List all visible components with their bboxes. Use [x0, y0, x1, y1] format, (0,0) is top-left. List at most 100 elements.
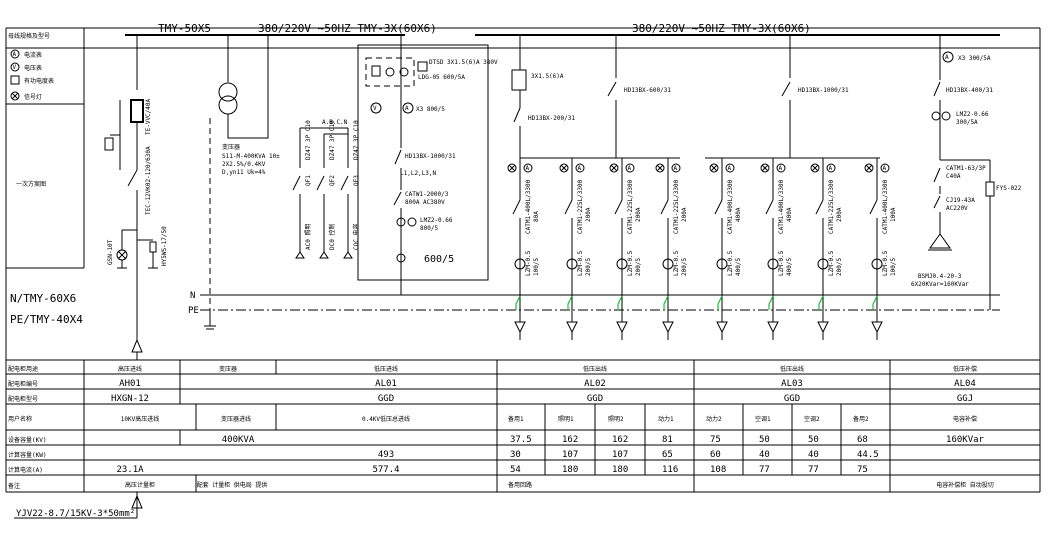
pe-bus-spec: PE/TMY-40X4	[10, 313, 83, 326]
lv-bus-left-label: 380/220V ~50HZ TMY-3X(60X6)	[258, 22, 437, 35]
drawing-frame	[5, 27, 1041, 492]
table-cell-capacity: 75	[710, 435, 721, 445]
feeder-ct-label: LZM-0.5	[727, 250, 734, 276]
main-switch-label: HD13BX-1000/31	[405, 153, 456, 160]
table-cell-current: 180	[612, 465, 628, 475]
qf2-label: QF2	[329, 175, 336, 186]
table-cell-model: HXGN-12	[111, 394, 149, 404]
feeder-ct-icon	[817, 258, 829, 270]
al02-switch-label: HD13BX-200/31	[528, 115, 575, 122]
table-cell-current: 54	[510, 465, 521, 475]
fys-label: FYS-022	[996, 185, 1022, 192]
transformer-winding-icon	[218, 82, 238, 102]
table-cell-remark: 电容补偿柜 自动投切	[936, 481, 994, 489]
al01-circuit: V A	[292, 35, 489, 295]
feeder-lamp-icon	[507, 163, 517, 173]
svg-text:V: V	[13, 64, 17, 71]
table-cell-model: GGJ	[957, 394, 973, 404]
feeder-ratio-label: 100/5	[890, 258, 897, 276]
main-meter-label: DTSD 3X1.5(6)A 380V	[429, 59, 498, 66]
table-cell-usage: 变压器	[219, 365, 237, 373]
panel-table-grid	[6, 360, 1040, 493]
table-cell-model: GGD	[784, 394, 800, 404]
feeder-ct-label: LZM-0.5	[828, 250, 835, 276]
feeder-lamp-icon	[810, 163, 820, 173]
table-cell-power: 30	[510, 450, 521, 460]
hv-breaker-label: TEC-12VK02-120/630A	[145, 146, 152, 215]
feeder-rating-label: 400A	[735, 207, 742, 222]
feeder-lamp-icon	[709, 163, 719, 173]
feeder-ammeter-icon: A	[671, 163, 681, 173]
svg-text:A: A	[628, 165, 632, 172]
table-cell-capacity: 68	[857, 435, 868, 445]
table-cell-user: 0.4KV低压总进线	[362, 415, 410, 423]
feeder-ct-label: LZM-0.5	[673, 250, 680, 276]
capacitor-label: BSMJ0.4-20-3	[918, 273, 962, 280]
table-cell-current: 180	[562, 465, 578, 475]
table-cell-power: 44.5	[857, 450, 879, 460]
table-cell-number: AL03	[781, 379, 803, 389]
aux2-label: DC0 控制	[328, 224, 336, 250]
feeder-lamp-icon	[655, 163, 665, 173]
legend-item-kwh: 有功电度表	[24, 77, 54, 85]
feeder-ratio-label: 200/5	[635, 258, 642, 276]
panel-table: 配电柜用途配电柜编号配电柜型号用户名称设备容量(KV)计算容量(KW)计算电流(…	[8, 365, 994, 490]
table-cell-power: 40	[759, 450, 770, 460]
feeder-breaker-label: CATM1-225L/3300	[673, 179, 680, 234]
feeder-ct-icon	[871, 258, 883, 270]
table-cell-power: 65	[662, 450, 673, 460]
table-cell-number: AL01	[375, 379, 397, 389]
feeder-outlet-arrow-icon	[767, 321, 779, 334]
feeder-ammeter-icon: A	[625, 163, 635, 173]
ammeter-icon	[402, 102, 414, 114]
al02-switchgear	[511, 35, 880, 159]
signal-lamp-icon	[10, 91, 20, 101]
table-cell-power: 40	[808, 450, 819, 460]
l123-label: L1,L2,L3,N	[400, 170, 437, 177]
mcb2-label: DZ47 3P C10	[329, 120, 336, 160]
table-cell-user: 空调2	[804, 415, 820, 423]
table-cell-current: 77	[759, 465, 770, 475]
feeder-ammeter-icon: A	[880, 163, 890, 173]
feeder-rating-label: 400A	[786, 207, 793, 222]
table-cell-usage: 高压进线	[118, 365, 142, 373]
table-cell-current: 77	[808, 465, 819, 475]
table-cell-capacity: 400KVA	[222, 435, 255, 445]
ammeter-icon	[10, 49, 20, 59]
table-cell-power: 60	[710, 450, 721, 460]
hv-bus-label: TMY-50X5	[158, 22, 211, 35]
table-cell-user: 动力2	[706, 415, 722, 423]
svg-text:A: A	[578, 165, 582, 172]
abcn-label: A.B.C.N	[322, 119, 348, 126]
voltmeter-icon	[370, 102, 382, 114]
feeder-lamp-icon	[864, 163, 874, 173]
feeder-breaker-label: CATM1-225L/3300	[828, 179, 835, 234]
table-cell-user: 备用2	[853, 415, 869, 423]
feeder-outlet-arrow-icon	[566, 321, 578, 334]
section-label: 一次方案图	[16, 180, 46, 188]
feeder-outlet-arrow-icon	[616, 321, 628, 334]
lv-bus-right-label: 380/220V ~50HZ TMY-3X(60X6)	[632, 22, 811, 35]
table-row-header: 配电柜型号	[8, 395, 38, 403]
hv-switch-label: TE-VVC/40A	[145, 98, 152, 135]
table-cell-remark: 高压计量柜	[125, 481, 155, 489]
feeder-ratio-label: 200/5	[681, 258, 688, 276]
svg-text:A: A	[674, 165, 678, 172]
feeder-ct-label: LZM-0.5	[882, 250, 889, 276]
table-cell-current: 108	[710, 465, 726, 475]
svg-text:A: A	[829, 165, 833, 172]
feeder-ratio-label: 400/5	[786, 258, 793, 276]
svg-text:A: A	[13, 51, 17, 58]
feeder-ct-label: LZM-0.5	[627, 250, 634, 276]
main-kwh-meter-icon	[417, 61, 428, 72]
aux1-label: AC0 照明	[305, 224, 312, 250]
feeder-ct-label: LZM-0.5	[525, 250, 532, 276]
table-cell-usage: 低压补偿	[953, 365, 977, 373]
arrester-label: HY5WS-17/50	[161, 226, 168, 266]
table-cell-model: GGD	[587, 394, 603, 404]
feeder-lamp-icon	[609, 163, 619, 173]
feeder-rating-label: 80A	[533, 211, 540, 222]
main-ct-label: LMZ2-0.66	[420, 217, 453, 224]
feeder-ct-label: LZM-0.5	[778, 250, 785, 276]
